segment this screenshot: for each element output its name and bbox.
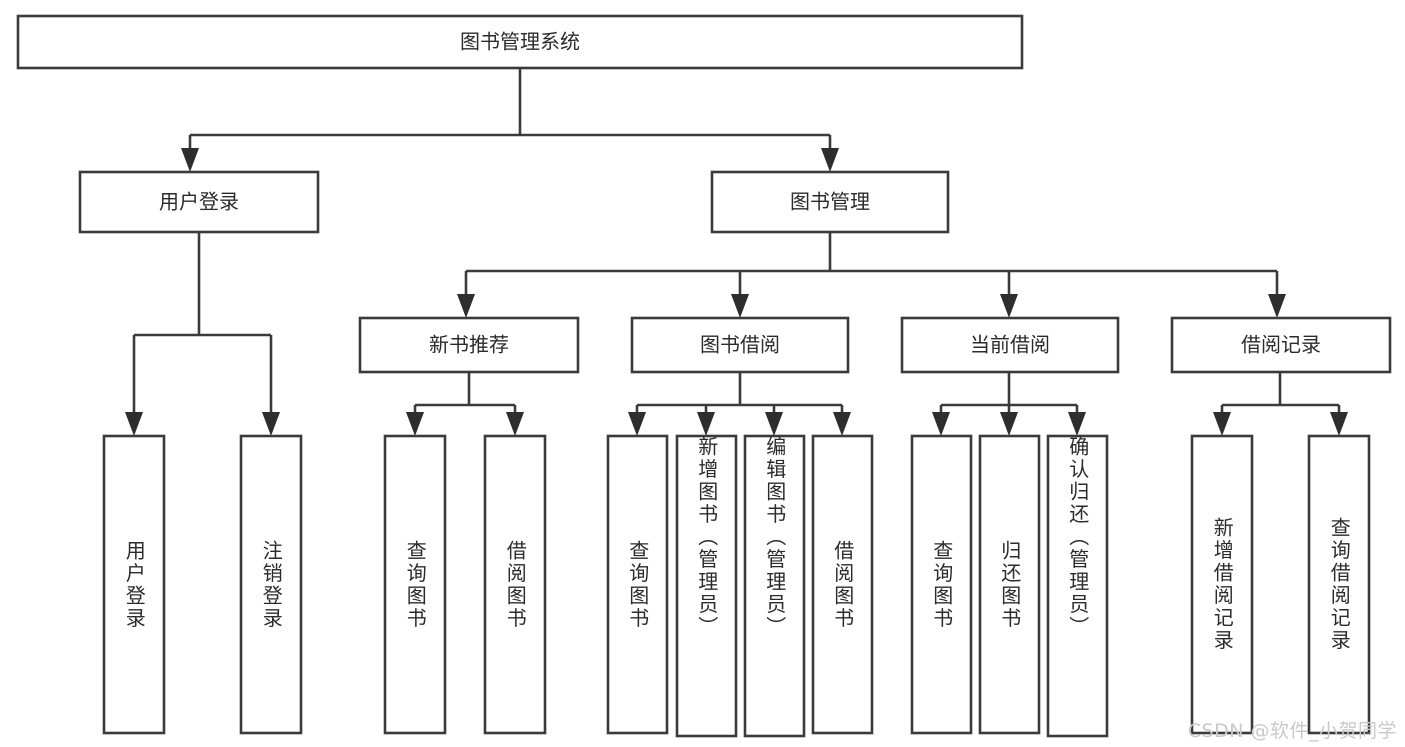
node-label-user-login: 用户登录 (159, 190, 239, 214)
node-box-leaf-user-login-2[interactable] (239, 434, 303, 735)
node-box-new-book-recommend[interactable] (358, 316, 580, 374)
node-box-leaf-borrow-records-2[interactable] (1307, 434, 1371, 735)
arrow-head-to-book-manage (821, 148, 839, 172)
arrow-head-current-borrow-leaf-1 (932, 412, 950, 436)
arrow-head-to-book-borrow (731, 294, 749, 318)
node-box-leaf-current-borrow-3[interactable] (1046, 434, 1109, 738)
node-box-current-borrow[interactable] (900, 316, 1120, 374)
connector-layer (125, 68, 1348, 436)
node-layer: 图书管理系统 用户登录 图书管理 新书推荐 图书借阅 当前借阅 借阅记录 (16, 14, 1392, 738)
node-label-current-borrow: 当前借阅 (970, 333, 1050, 357)
node-box-leaf-user-login-1[interactable] (102, 434, 166, 735)
node-box-root[interactable] (16, 14, 1024, 70)
arrow-head-current-borrow-leaf-3 (1068, 412, 1086, 436)
arrow-head-book-borrow-leaf-3 (765, 412, 783, 436)
node-box-leaf-current-borrow-2[interactable] (978, 434, 1041, 735)
node-box-user-login[interactable] (78, 170, 320, 234)
arrow-head-book-borrow-leaf-2 (697, 412, 715, 436)
arrow-head-user-login-leaf-1 (125, 412, 143, 436)
node-box-leaf-book-borrow-2[interactable] (675, 434, 738, 738)
node-box-leaf-book-borrow-3[interactable] (743, 434, 806, 738)
arrow-head-to-new-book (457, 294, 475, 318)
arrow-head-new-book-leaf-2 (506, 412, 524, 436)
arrow-head-borrow-records-leaf-2 (1330, 412, 1348, 436)
arrow-head-to-current-borrow (1000, 294, 1018, 318)
node-box-leaf-new-book-1[interactable] (383, 434, 447, 735)
node-box-leaf-borrow-records-1[interactable] (1190, 434, 1254, 735)
arrow-head-user-login-leaf-2 (262, 412, 280, 436)
node-label-new-book-recommend: 新书推荐 (429, 333, 509, 357)
node-box-leaf-new-book-2[interactable] (483, 434, 547, 735)
node-box-leaf-book-borrow-4[interactable] (811, 434, 874, 735)
node-box-leaf-book-borrow-1[interactable] (606, 434, 669, 735)
arrow-head-new-book-leaf-1 (406, 412, 424, 436)
arrow-head-book-borrow-leaf-4 (833, 412, 851, 436)
watermark-text: CSDN @软件_小贺同学 (1187, 720, 1397, 742)
node-label-borrow-records: 借阅记录 (1241, 333, 1321, 357)
arrow-head-book-borrow-leaf-1 (628, 412, 646, 436)
arrow-head-current-borrow-leaf-2 (1000, 412, 1018, 436)
arrow-head-to-borrow-records (1268, 294, 1286, 318)
node-box-borrow-records[interactable] (1170, 316, 1392, 374)
node-box-leaf-current-borrow-1[interactable] (910, 434, 973, 735)
node-label-book-borrow: 图书借阅 (700, 333, 780, 357)
node-box-book-borrow[interactable] (630, 316, 850, 374)
node-label-book-manage: 图书管理 (790, 190, 870, 214)
node-box-book-manage[interactable] (710, 170, 950, 234)
arrow-head-to-user-login (181, 148, 199, 172)
node-label-root: 图书管理系统 (460, 30, 580, 54)
arrow-head-borrow-records-leaf-1 (1213, 412, 1231, 436)
